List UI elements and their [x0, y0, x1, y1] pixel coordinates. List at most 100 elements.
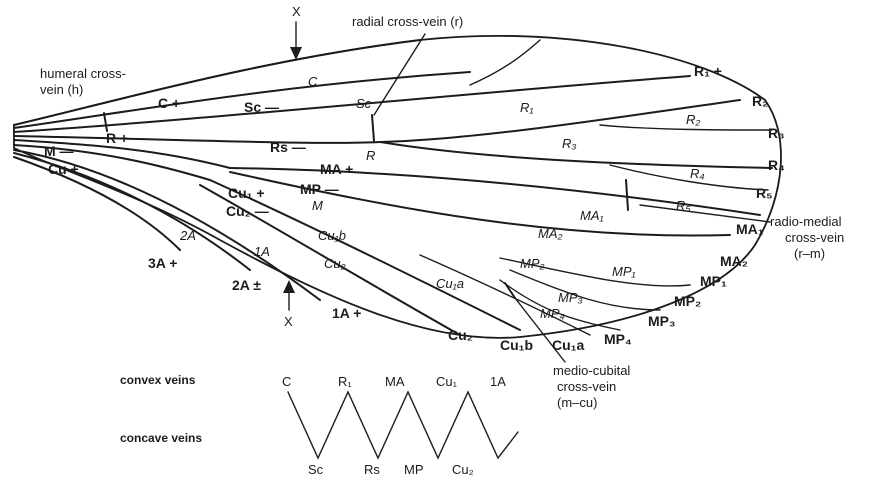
humeral-cross-vein-label-1: humeral cross- — [40, 66, 126, 81]
cell-r1: R₁ — [520, 100, 534, 115]
cell-c: C — [308, 74, 318, 89]
margin-mp1: MP₁ — [700, 273, 727, 289]
label-ma: MA + — [320, 161, 353, 177]
concave-mp: MP — [404, 462, 424, 477]
label-cu: Cu + — [48, 161, 79, 177]
margin-r4: R₄ — [768, 157, 785, 173]
cell-ma2: MA₂ — [538, 226, 563, 241]
convex-concave-legend: convex veins concave veins C R₁ MA Cu₁ 1… — [120, 373, 519, 477]
cell-r: R — [366, 148, 375, 163]
cell-r2: R₂ — [686, 112, 700, 127]
radio-medial-cross-vein — [625, 179, 629, 211]
radial-cross-vein — [371, 114, 375, 142]
humeral-cross-vein-label-2: vein (h) — [40, 82, 83, 97]
vein-r1 — [13, 75, 691, 133]
cell-sc: Sc — [356, 96, 372, 111]
callouts: X X radial cross-vein (r) humeral cross-… — [40, 4, 844, 410]
radio-medial-label-2: cross-vein — [785, 230, 844, 245]
convex-r1: R₁ — [338, 374, 352, 389]
medio-cubital-label-2: cross-vein — [557, 379, 616, 394]
vein-mp-branch1 — [499, 257, 691, 287]
label-1a: 1A + — [332, 305, 361, 321]
margin-mp2: MP₂ — [674, 293, 701, 309]
vein-mp — [229, 171, 731, 237]
margin-ma2: MA₂ — [720, 253, 748, 269]
medio-cubital-label-1: medio-cubital — [553, 363, 630, 378]
label-m: M — — [44, 143, 74, 159]
cell-r5: R₅ — [676, 198, 691, 213]
convex-ma: MA — [385, 374, 405, 389]
margin-mp3: MP₃ — [648, 313, 675, 329]
margin-r2: R₂ — [752, 93, 768, 109]
cell-mp1: MP₁ — [612, 264, 636, 279]
label-cu1: Cu₁ + — [228, 185, 265, 201]
radio-medial-label-3: (r–m) — [794, 246, 825, 261]
cell-1a: 1A — [254, 244, 270, 259]
wing-outline — [13, 34, 782, 339]
margin-cu2: Cu₂ — [448, 327, 473, 343]
label-r: R + — [106, 130, 128, 146]
concave-cu2: Cu₂ — [452, 462, 474, 477]
radial-cross-vein-label: radial cross-vein (r) — [352, 14, 463, 29]
margin-mp4: MP₄ — [604, 331, 632, 347]
vein-costa — [13, 39, 421, 126]
cell-r3: R₃ — [562, 136, 577, 151]
cell-ma1: MA₁ — [580, 208, 604, 223]
cell-2a: 2A — [179, 228, 196, 243]
margin-r5: R₅ — [756, 185, 773, 201]
x-mark-bottom: X — [284, 314, 293, 329]
cell-r4: R₄ — [690, 166, 705, 181]
arrow-up-icon — [283, 280, 295, 293]
label-2a: 2A ± — [232, 277, 261, 293]
arrow-down-icon — [290, 47, 302, 60]
vein-1a — [13, 149, 321, 301]
label-rs: Rs — — [270, 139, 306, 155]
radio-medial-label-1: radio-medial — [770, 214, 842, 229]
vein-ma — [229, 167, 761, 216]
convex-1a: 1A — [490, 374, 506, 389]
vein-3a — [13, 156, 181, 251]
x-mark-top: X — [292, 4, 301, 19]
vein-mp-branch3 — [499, 279, 621, 331]
callout-leaders — [283, 21, 771, 363]
convex-concave-zigzag — [287, 390, 519, 460]
margin-r1: R₁ + — [694, 63, 722, 79]
label-cu2: Cu₂ — — [226, 203, 269, 219]
vein-cu1 — [209, 179, 521, 331]
margin-cu1a: Cu₁a — [552, 337, 584, 353]
convex-veins-title: convex veins — [120, 373, 196, 387]
cell-cu1b: Cu₁b — [318, 228, 346, 243]
margin-ma1: MA₁ — [736, 221, 764, 237]
vein-subcosta — [13, 71, 471, 129]
cross-vein-apical — [469, 39, 541, 86]
vein-cu1-branch — [419, 254, 591, 336]
label-3a: 3A + — [148, 255, 177, 271]
vein-2a — [13, 152, 251, 271]
label-sc: Sc — — [244, 99, 279, 115]
concave-veins-title: concave veins — [120, 431, 202, 445]
cell-mp4: MP₄ — [540, 306, 565, 321]
cell-cu1a: Cu₁a — [436, 276, 464, 291]
vein-labels: C + Sc — R + Rs — M — Cu + MA + MP — Cu₁… — [44, 95, 361, 321]
concave-sc: Sc — [308, 462, 324, 477]
cell-mp3: MP₃ — [558, 290, 583, 305]
convex-c: C — [282, 374, 291, 389]
medio-cubital-label-3: (m–cu) — [557, 395, 597, 410]
vein-r4 — [609, 164, 769, 191]
cell-cu2: Cu₂ — [324, 256, 346, 271]
vein-mp-branch2 — [509, 269, 661, 311]
cross-veins — [103, 39, 629, 299]
convex-cu1: Cu₁ — [436, 374, 458, 389]
margin-cu1b: Cu₁b — [500, 337, 533, 353]
vein-r2 — [599, 124, 773, 131]
margin-r3: R₃ — [768, 125, 785, 141]
longitudinal-veins — [13, 39, 773, 336]
vein-m — [13, 139, 231, 169]
label-mp: MP — — [300, 181, 339, 197]
vein-cu2 — [199, 184, 461, 336]
concave-rs: Rs — [364, 462, 380, 477]
vein-r3 — [379, 141, 773, 169]
medio-cubital-cross-vein — [504, 282, 516, 299]
